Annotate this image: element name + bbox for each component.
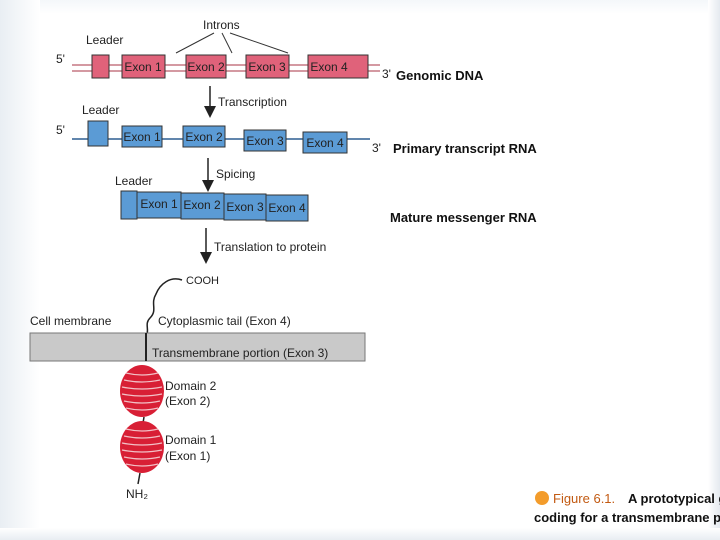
dna-3prime: 3': [382, 67, 391, 81]
rna-3prime: 3': [372, 141, 381, 155]
rna-5prime: 5': [56, 123, 65, 137]
leader-label-rna: Leader: [82, 103, 119, 117]
leader-label-mrna: Leader: [115, 174, 152, 188]
intron-pointer-1: [176, 33, 214, 53]
mrna-exon-4-label: Exon 4: [268, 201, 306, 215]
transcription-label: Transcription: [218, 95, 287, 109]
mrna-exon-3-label: Exon 3: [226, 200, 264, 214]
mature-mrna-label: Mature messenger RNA: [390, 210, 537, 225]
dna-5prime: 5': [56, 52, 65, 66]
cell-membrane-label: Cell membrane: [30, 314, 112, 328]
n-terminus-chain: [138, 473, 140, 484]
rna-exon-1-label: Exon 1: [123, 130, 161, 144]
nh2-label: NH₂: [126, 487, 148, 501]
splicing-label: Spicing: [216, 167, 255, 181]
mrna-exon-1-label: Exon 1: [140, 197, 178, 211]
rna-exon-4-label: Exon 4: [306, 136, 344, 150]
introns-label: Introns: [203, 18, 240, 32]
caption-line-1: A prototypical gene: [628, 491, 720, 506]
domain-1-label: Domain 1: [165, 433, 217, 447]
intron-pointer-3: [230, 33, 288, 53]
primary-transcript-label: Primary transcript RNA: [393, 141, 537, 156]
translation-label: Translation to protein: [214, 240, 326, 254]
intron-pointer-2: [222, 33, 232, 53]
transmembrane-label: Transmembrane portion (Exon 3): [152, 346, 328, 360]
cooh-label: COOH: [186, 275, 219, 287]
leader-label-dna: Leader: [86, 33, 123, 47]
rna-exon-2-label: Exon 2: [185, 130, 223, 144]
dna-exon-4-label: Exon 4: [310, 60, 348, 74]
dna-leader-box: [92, 55, 109, 78]
rna-exon-3-label: Exon 3: [246, 134, 284, 148]
dna-exon-3-label: Exon 3: [248, 60, 286, 74]
dna-exon-2-label: Exon 2: [187, 60, 225, 74]
mrna-exon-2-label: Exon 2: [183, 198, 221, 212]
dna-exon-1-label: Exon 1: [124, 60, 162, 74]
genomic-dna-label: Genomic DNA: [396, 68, 484, 83]
caption-line-2: coding for a transmembrane protein.: [534, 510, 720, 525]
domain-1-exon-label: (Exon 1): [165, 449, 210, 463]
figure-number: Figure 6.1.: [553, 491, 615, 506]
domain-2-exon-label: (Exon 2): [165, 394, 210, 408]
mrna-leader-box: [121, 191, 137, 219]
rna-leader-box: [88, 121, 108, 146]
domain-2-label: Domain 2: [165, 379, 217, 393]
cytoplasmic-tail-label: Cytoplasmic tail (Exon 4): [158, 314, 291, 328]
caption-bullet-icon: [535, 491, 549, 505]
